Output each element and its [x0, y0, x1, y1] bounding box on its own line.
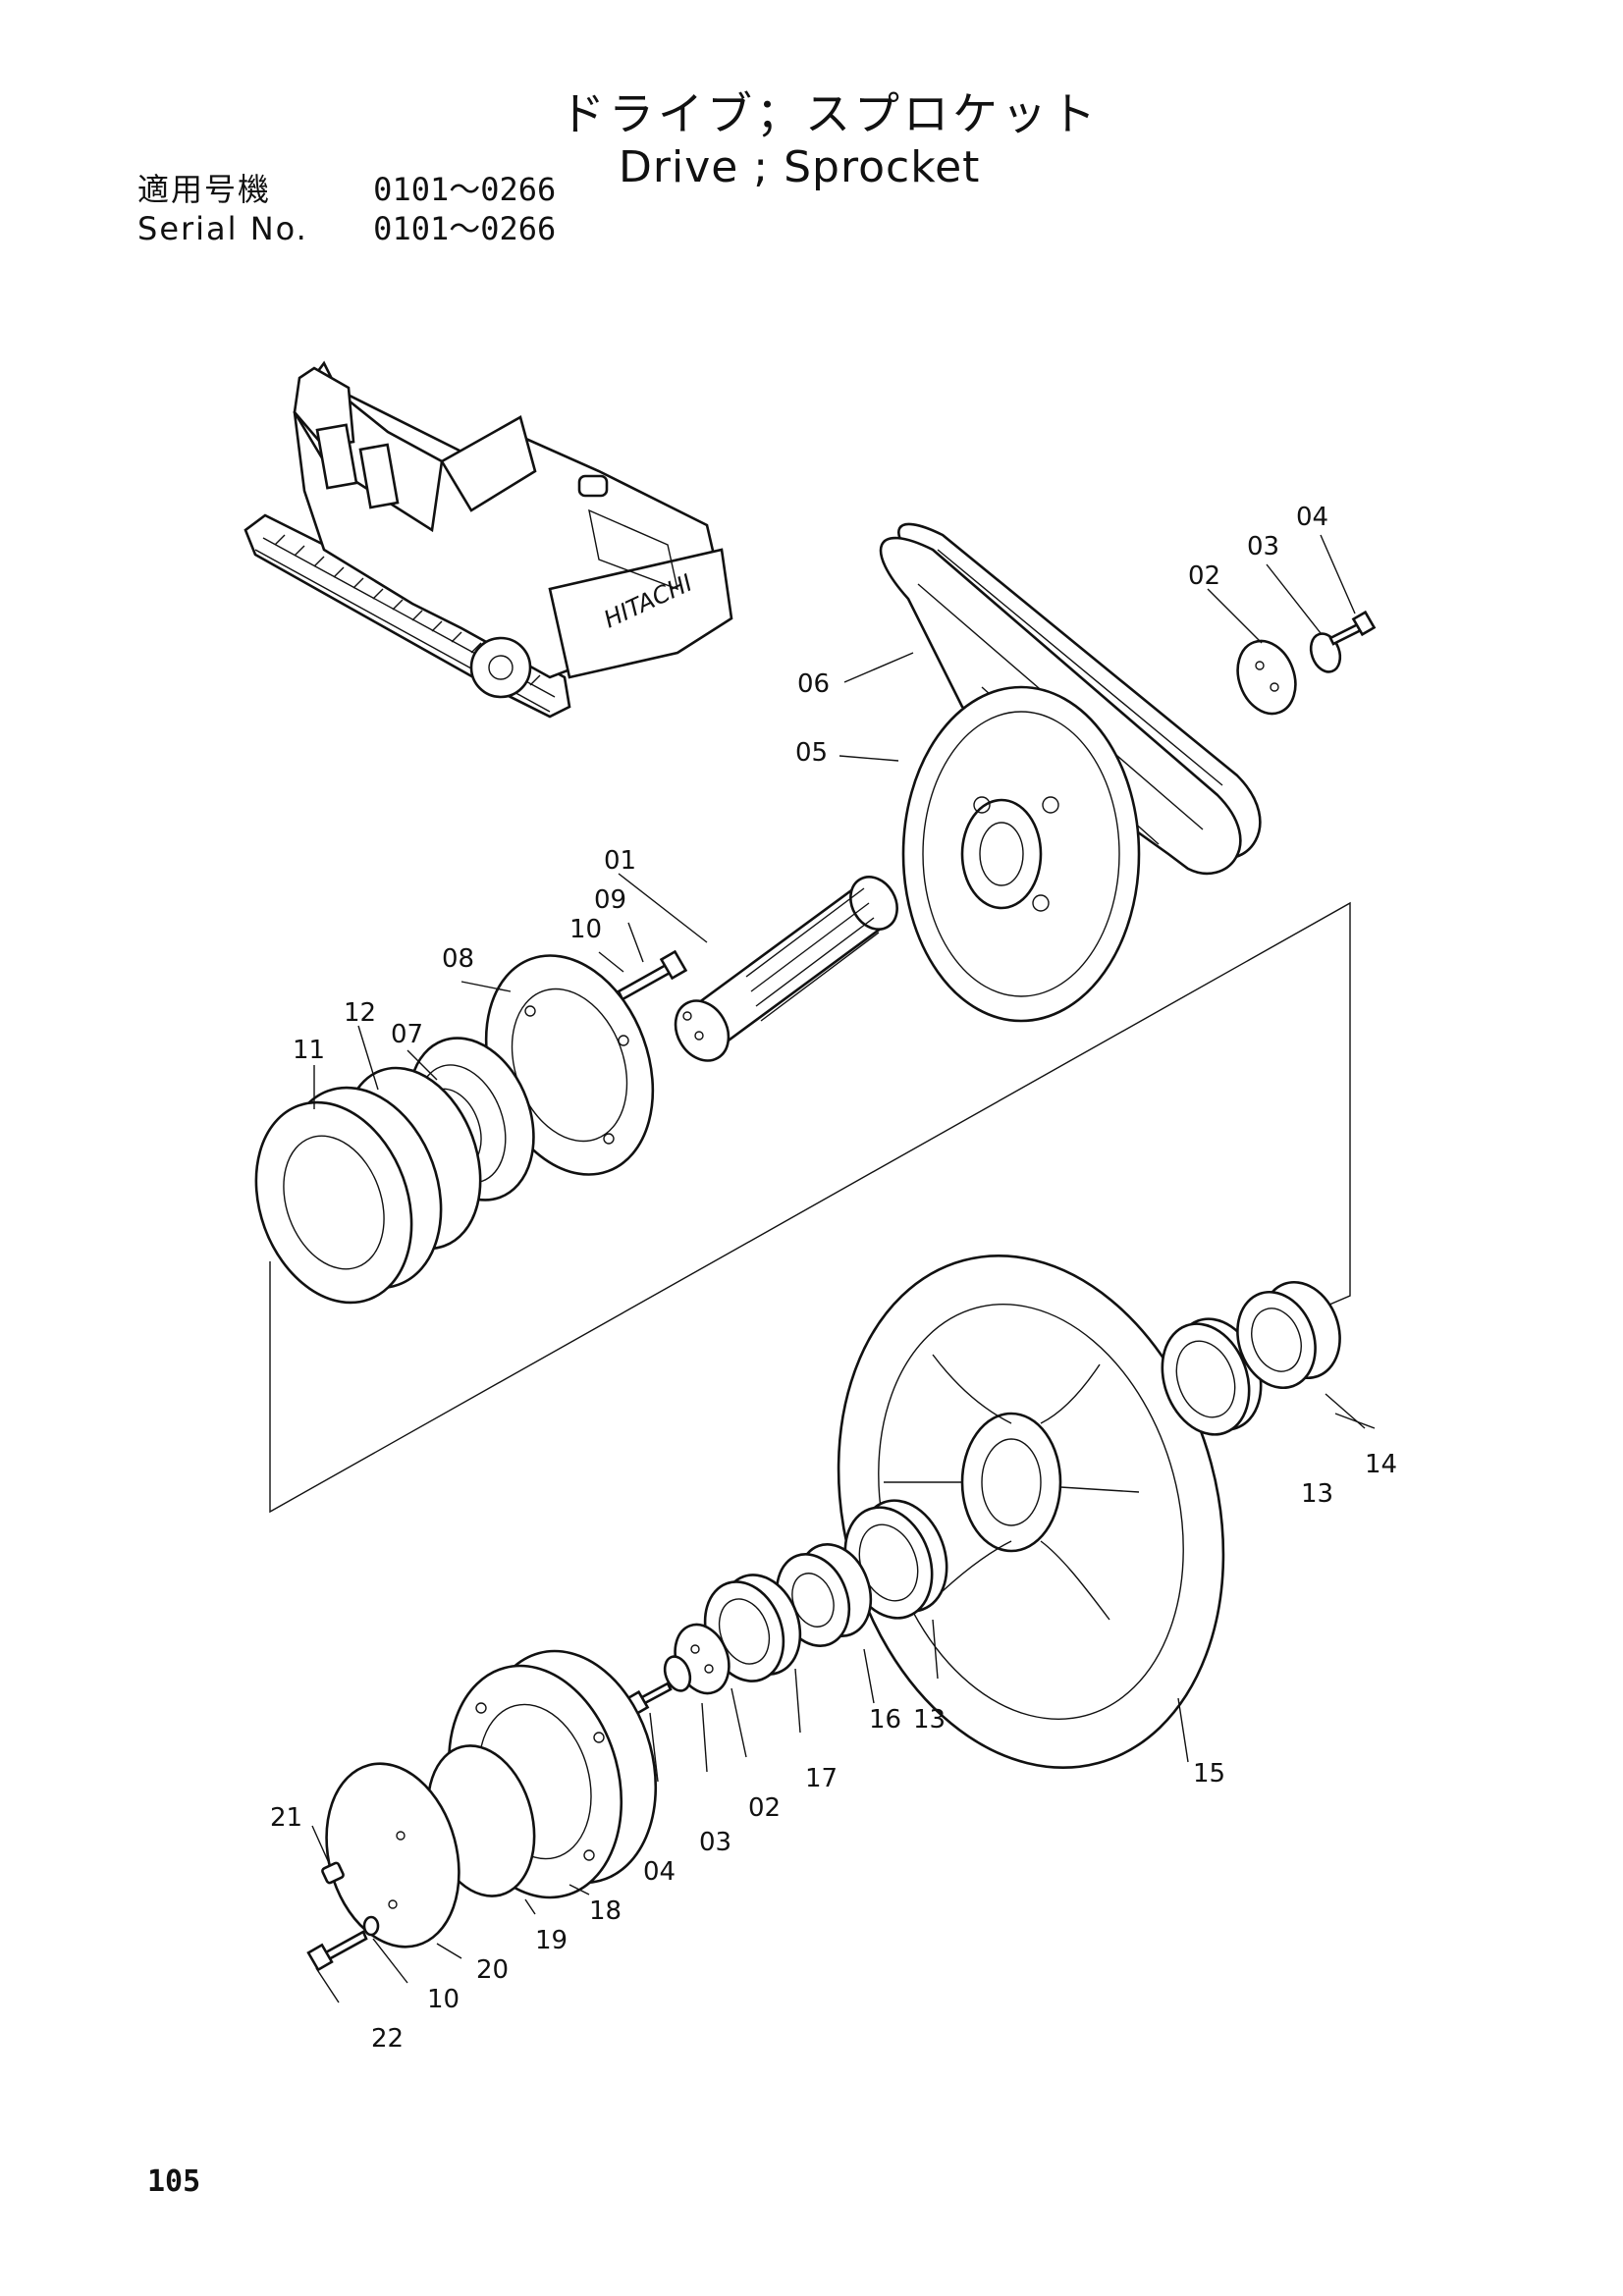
- plug-21: [321, 1861, 345, 1885]
- serial-label-english: Serial No.: [137, 210, 308, 247]
- lock-plate-03-lower: [663, 1655, 692, 1692]
- callout-18: 18: [589, 1896, 622, 1926]
- callout-02-upper: 02: [1188, 561, 1220, 591]
- callout-21: 21: [270, 1803, 302, 1833]
- serial-range-english: 0101～0266: [373, 210, 557, 247]
- bolt-04-lower: [624, 1682, 673, 1717]
- callout-11: 11: [293, 1036, 325, 1065]
- callout-10-lower: 10: [427, 1985, 460, 2014]
- drive-sprocket-small: [901, 685, 1141, 1023]
- callout-20: 20: [476, 1955, 509, 1985]
- page-number: 105: [147, 2164, 201, 2199]
- callout-13-upper: 13: [1301, 1479, 1333, 1509]
- callout-22: 22: [371, 2024, 404, 2054]
- callout-02-lower: 02: [748, 1793, 781, 1823]
- callout-13-lower: 13: [913, 1705, 946, 1735]
- callout-03-upper: 03: [1247, 532, 1279, 561]
- callout-04-upper: 04: [1296, 503, 1328, 532]
- callout-14: 14: [1365, 1450, 1397, 1479]
- leader-lines: [311, 534, 1376, 2003]
- page-title-japanese: ドライブ；スプロケット: [560, 87, 1100, 140]
- serial-range-japanese: 0101～0266: [373, 171, 557, 208]
- callout-04-lower: 04: [643, 1857, 676, 1887]
- page-title-english: Drive ; Sprocket: [619, 142, 981, 192]
- drive-shaft: [674, 876, 898, 1062]
- spacer-16: [775, 1543, 873, 1647]
- seal-housing-11: [254, 1086, 443, 1305]
- callout-17: 17: [805, 1764, 838, 1793]
- callout-labels: 01 02 03 04 05 06 07 08 09 10 11 12 13 1…: [270, 503, 1397, 2054]
- bolt-04-upper: [1328, 610, 1377, 646]
- callout-08: 08: [442, 944, 474, 974]
- callout-05: 05: [795, 738, 828, 768]
- callout-16: 16: [869, 1705, 901, 1735]
- excavator-illustration: HITACHI: [243, 360, 733, 719]
- callout-12: 12: [344, 998, 376, 1028]
- serial-line-english: Serial No. 0101～0266: [137, 204, 556, 249]
- callout-15: 15: [1193, 1759, 1225, 1789]
- washer-10-lower: [362, 1915, 380, 1937]
- callout-01: 01: [604, 846, 636, 876]
- callout-10-upper: 10: [569, 915, 602, 944]
- serial-line-japanese: 適用号機 0101～0266: [137, 165, 556, 210]
- final-drive-sprocket: [837, 1255, 1225, 1769]
- callout-07: 07: [391, 1020, 423, 1049]
- serial-label-japanese: 適用号機: [137, 171, 272, 208]
- callout-09: 09: [594, 885, 626, 915]
- plate-02-upper: [1236, 639, 1297, 716]
- callout-03-lower: 03: [699, 1828, 731, 1857]
- callout-06: 06: [797, 669, 830, 699]
- callout-19: 19: [535, 1926, 568, 1955]
- collar-14: [1236, 1280, 1341, 1390]
- bolt-09: [617, 949, 688, 1001]
- bolt-22: [306, 1930, 368, 1972]
- assembly-guide-line: [269, 901, 1351, 1514]
